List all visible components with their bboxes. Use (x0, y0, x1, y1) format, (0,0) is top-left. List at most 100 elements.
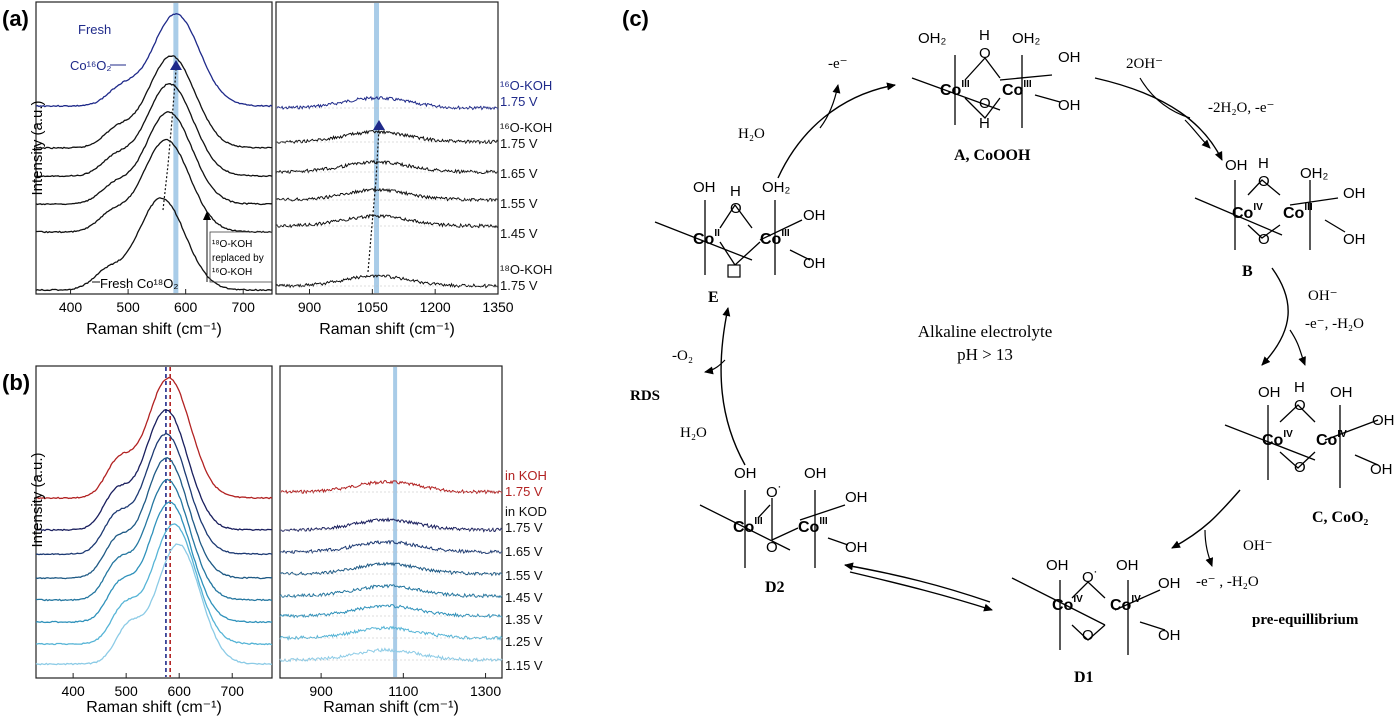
panel-b-right-frame (279, 365, 503, 679)
species-c-o-bot: O (1294, 459, 1306, 476)
series-label: 1.25 V (505, 634, 543, 649)
species-d1-co1: CoIV (1052, 594, 1083, 614)
species-d1-oh-left: OH (1046, 557, 1069, 574)
step-c-d1-in: OH⁻ (1243, 538, 1273, 554)
panel-b-left-xlabel: Raman shift (cm⁻¹) (86, 699, 222, 716)
species-c-label: C, CoO₂ (1312, 509, 1369, 526)
series-label: 1.55 V (505, 568, 543, 583)
step-c-d1-out: -e⁻ , -H₂O (1196, 574, 1259, 590)
species-b-o-top: O (1258, 173, 1270, 190)
arrow-e-to-a (777, 82, 896, 179)
spectrum-line (275, 95, 499, 111)
species-b-oh-r2: OH (1343, 231, 1366, 248)
species-c-o-top: O (1294, 397, 1306, 414)
species-d1: OH O˙ OH CoIV CoIV OH OH O D1 (1011, 557, 1181, 686)
species-b-oh: OH (1225, 157, 1248, 174)
scheme-center-line1: Alkaline electrolyte (918, 322, 1053, 341)
spectrum-line (279, 647, 503, 663)
species-d2-oh-right: OH (804, 465, 827, 482)
annotation-box-line1: ¹⁸O-KOH (212, 239, 252, 250)
annotation-box-line2: replaced by (212, 253, 264, 264)
x-tick-label: 700 (221, 683, 245, 699)
species-e: OH H O OH₂ CoII CoIII OH OH E (654, 179, 826, 306)
species-b-o-bot: O (1258, 231, 1270, 248)
x-tick-label: 1050 (357, 299, 388, 315)
series-label: 1.75 V (500, 136, 538, 151)
x-tick-label: 600 (168, 683, 192, 699)
series-label: in KOD (505, 504, 547, 519)
series-label: ¹⁶O-KOH (500, 120, 552, 135)
annotation-fresh16-line1: Fresh (78, 22, 111, 37)
spectrum-line (35, 55, 272, 150)
species-d1-o-radical: O˙ (1082, 569, 1099, 586)
spectrum-line (279, 539, 503, 555)
species-a-co2: CoIII (1002, 79, 1032, 99)
panel-b-right-plot (279, 367, 503, 677)
series-label: ¹⁸O-KOH (500, 262, 552, 277)
species-c-oh-r1: OH (1372, 412, 1395, 429)
panel-b-left-ticks: 400 500 600 700 (61, 673, 244, 699)
species-a-oh2-right: OH₂ (1012, 30, 1041, 47)
vacancy-square (727, 264, 741, 278)
spectrum-line (35, 457, 273, 580)
species-a-co1: CoIII (940, 79, 970, 99)
spectrum-line (35, 13, 273, 108)
species-c-co1: CoIV (1262, 429, 1293, 449)
x-tick-label: 400 (59, 299, 83, 315)
species-c: OH H O OH CoIV CoIV OH OH O C, CoO₂ (1224, 379, 1395, 526)
peak-trend-line (367, 127, 380, 273)
peak-marker (170, 60, 182, 70)
series-label: 1.45 V (500, 226, 538, 241)
panel-a-ylabel: Intensity (a.u.) (29, 100, 46, 195)
species-e-oh-r1: OH (803, 207, 826, 224)
panel-b-label: (b) (2, 370, 30, 395)
panel-c-scheme: Alkaline electrolyte pH > 13 OH₂ H O O H₂… (630, 27, 1395, 686)
step-b-c-in: OH⁻ (1308, 288, 1338, 304)
arrow-c-to-d1-out (1204, 529, 1214, 567)
series-label: 1.65 V (505, 544, 543, 559)
arrow-d2-to-e (720, 307, 746, 466)
spectrum-line (279, 516, 503, 533)
x-tick-label: 500 (114, 683, 138, 699)
species-d1-co2: CoIV (1110, 594, 1141, 614)
panel-a-label: (a) (2, 6, 29, 31)
spectrum-line (35, 523, 273, 646)
arrow-b-to-c (1261, 267, 1289, 366)
step-d2-e-in: H₂O (680, 425, 707, 441)
series-label: 1.35 V (505, 612, 543, 627)
species-b-h: H (1258, 155, 1269, 172)
arrow-b-to-c-out (1289, 329, 1306, 366)
x-tick-label: 700 (232, 299, 256, 315)
species-a-o-bot: O (979, 95, 991, 112)
scheme-center-line2: pH > 13 (957, 345, 1013, 364)
panel-b-left-plot (35, 367, 273, 677)
arrow-e-to-a-out (819, 84, 841, 129)
spectrum-line (36, 432, 273, 556)
arrow-a-to-b (1094, 77, 1223, 161)
panel-b-right-xlabel: Raman shift (cm⁻¹) (323, 699, 459, 716)
series-label: 1.55 V (500, 196, 538, 211)
spectrum-line (275, 213, 499, 229)
x-tick-label: 1200 (420, 299, 451, 315)
spectrum-line (279, 625, 503, 641)
spectrum-line (275, 129, 499, 145)
spectrum-line (35, 376, 273, 500)
species-b: OH H O OH₂ CoIV CoIII OH OH O B (1194, 155, 1366, 280)
panel-a-left-xlabel: Raman shift (cm⁻¹) (86, 321, 222, 338)
arrow-d2-to-e-out (704, 359, 726, 375)
spectrum-line (35, 409, 272, 532)
x-tick-label: 900 (298, 299, 322, 315)
panel-c-label: (c) (622, 6, 649, 31)
x-tick-label: 600 (174, 299, 198, 315)
species-d1-o-bot: O (1082, 627, 1094, 644)
x-tick-label: 400 (61, 683, 85, 699)
species-d2-co2: CoIII (798, 516, 828, 536)
species-b-oh-r1: OH (1343, 185, 1366, 202)
panel-a-left-plot (35, 3, 273, 293)
arrow-c-to-d1 (1171, 489, 1241, 549)
